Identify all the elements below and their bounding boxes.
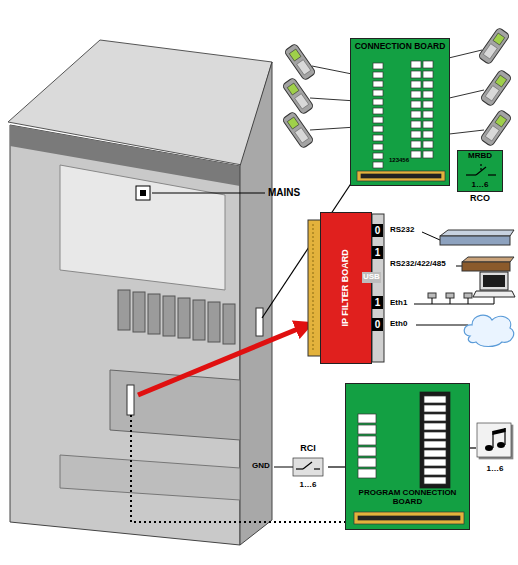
port-number: 0	[372, 224, 383, 237]
relay-board: MRBD1…6RCO	[457, 150, 503, 192]
signal-label: RS232/422/485	[390, 260, 446, 269]
signal-label: Eth1	[390, 299, 407, 308]
board-title: RCI	[300, 444, 316, 454]
wire	[470, 447, 476, 448]
board-title: MRBD	[468, 152, 492, 161]
board-detail	[346, 384, 471, 531]
signal-label: Eth0	[390, 320, 407, 329]
board-detail	[351, 39, 451, 187]
port-number: 0	[372, 318, 383, 331]
board-title: PROGRAM CONNECTION BOARD	[350, 489, 465, 507]
board-title: 1…6	[487, 465, 504, 474]
ip-filter-board: IP FILTER BOARD	[320, 212, 372, 364]
wire	[328, 466, 345, 467]
signal-label: RS232	[390, 226, 414, 235]
port-number: 1	[372, 246, 383, 259]
port-number: USB	[362, 272, 381, 283]
connection-board: CONNECTION BOARD	[350, 38, 450, 186]
red-arrow	[138, 326, 305, 395]
gnd-wire	[274, 467, 293, 468]
leader-line	[152, 192, 265, 193]
audio-output: 1…6	[476, 422, 514, 474]
dotted-cable	[131, 415, 345, 522]
signal-label: GND	[252, 462, 270, 471]
board-title: CONNECTION BOARD	[355, 42, 446, 51]
board-text: 1…6	[300, 481, 317, 490]
board-text: 1…6	[472, 181, 489, 190]
signal-label: 123456	[389, 157, 409, 164]
rci-input: RCI 1…6	[288, 444, 328, 490]
signal-label: MAINS	[268, 187, 300, 198]
program-connection-board: PROGRAM CONNECTION BOARD	[345, 383, 470, 530]
rack-cabinet	[8, 40, 272, 545]
board-title: IP FILTER BOARD	[341, 249, 351, 326]
port-number: 1	[372, 296, 383, 309]
network	[414, 272, 515, 347]
board-text: RCO	[458, 194, 502, 204]
